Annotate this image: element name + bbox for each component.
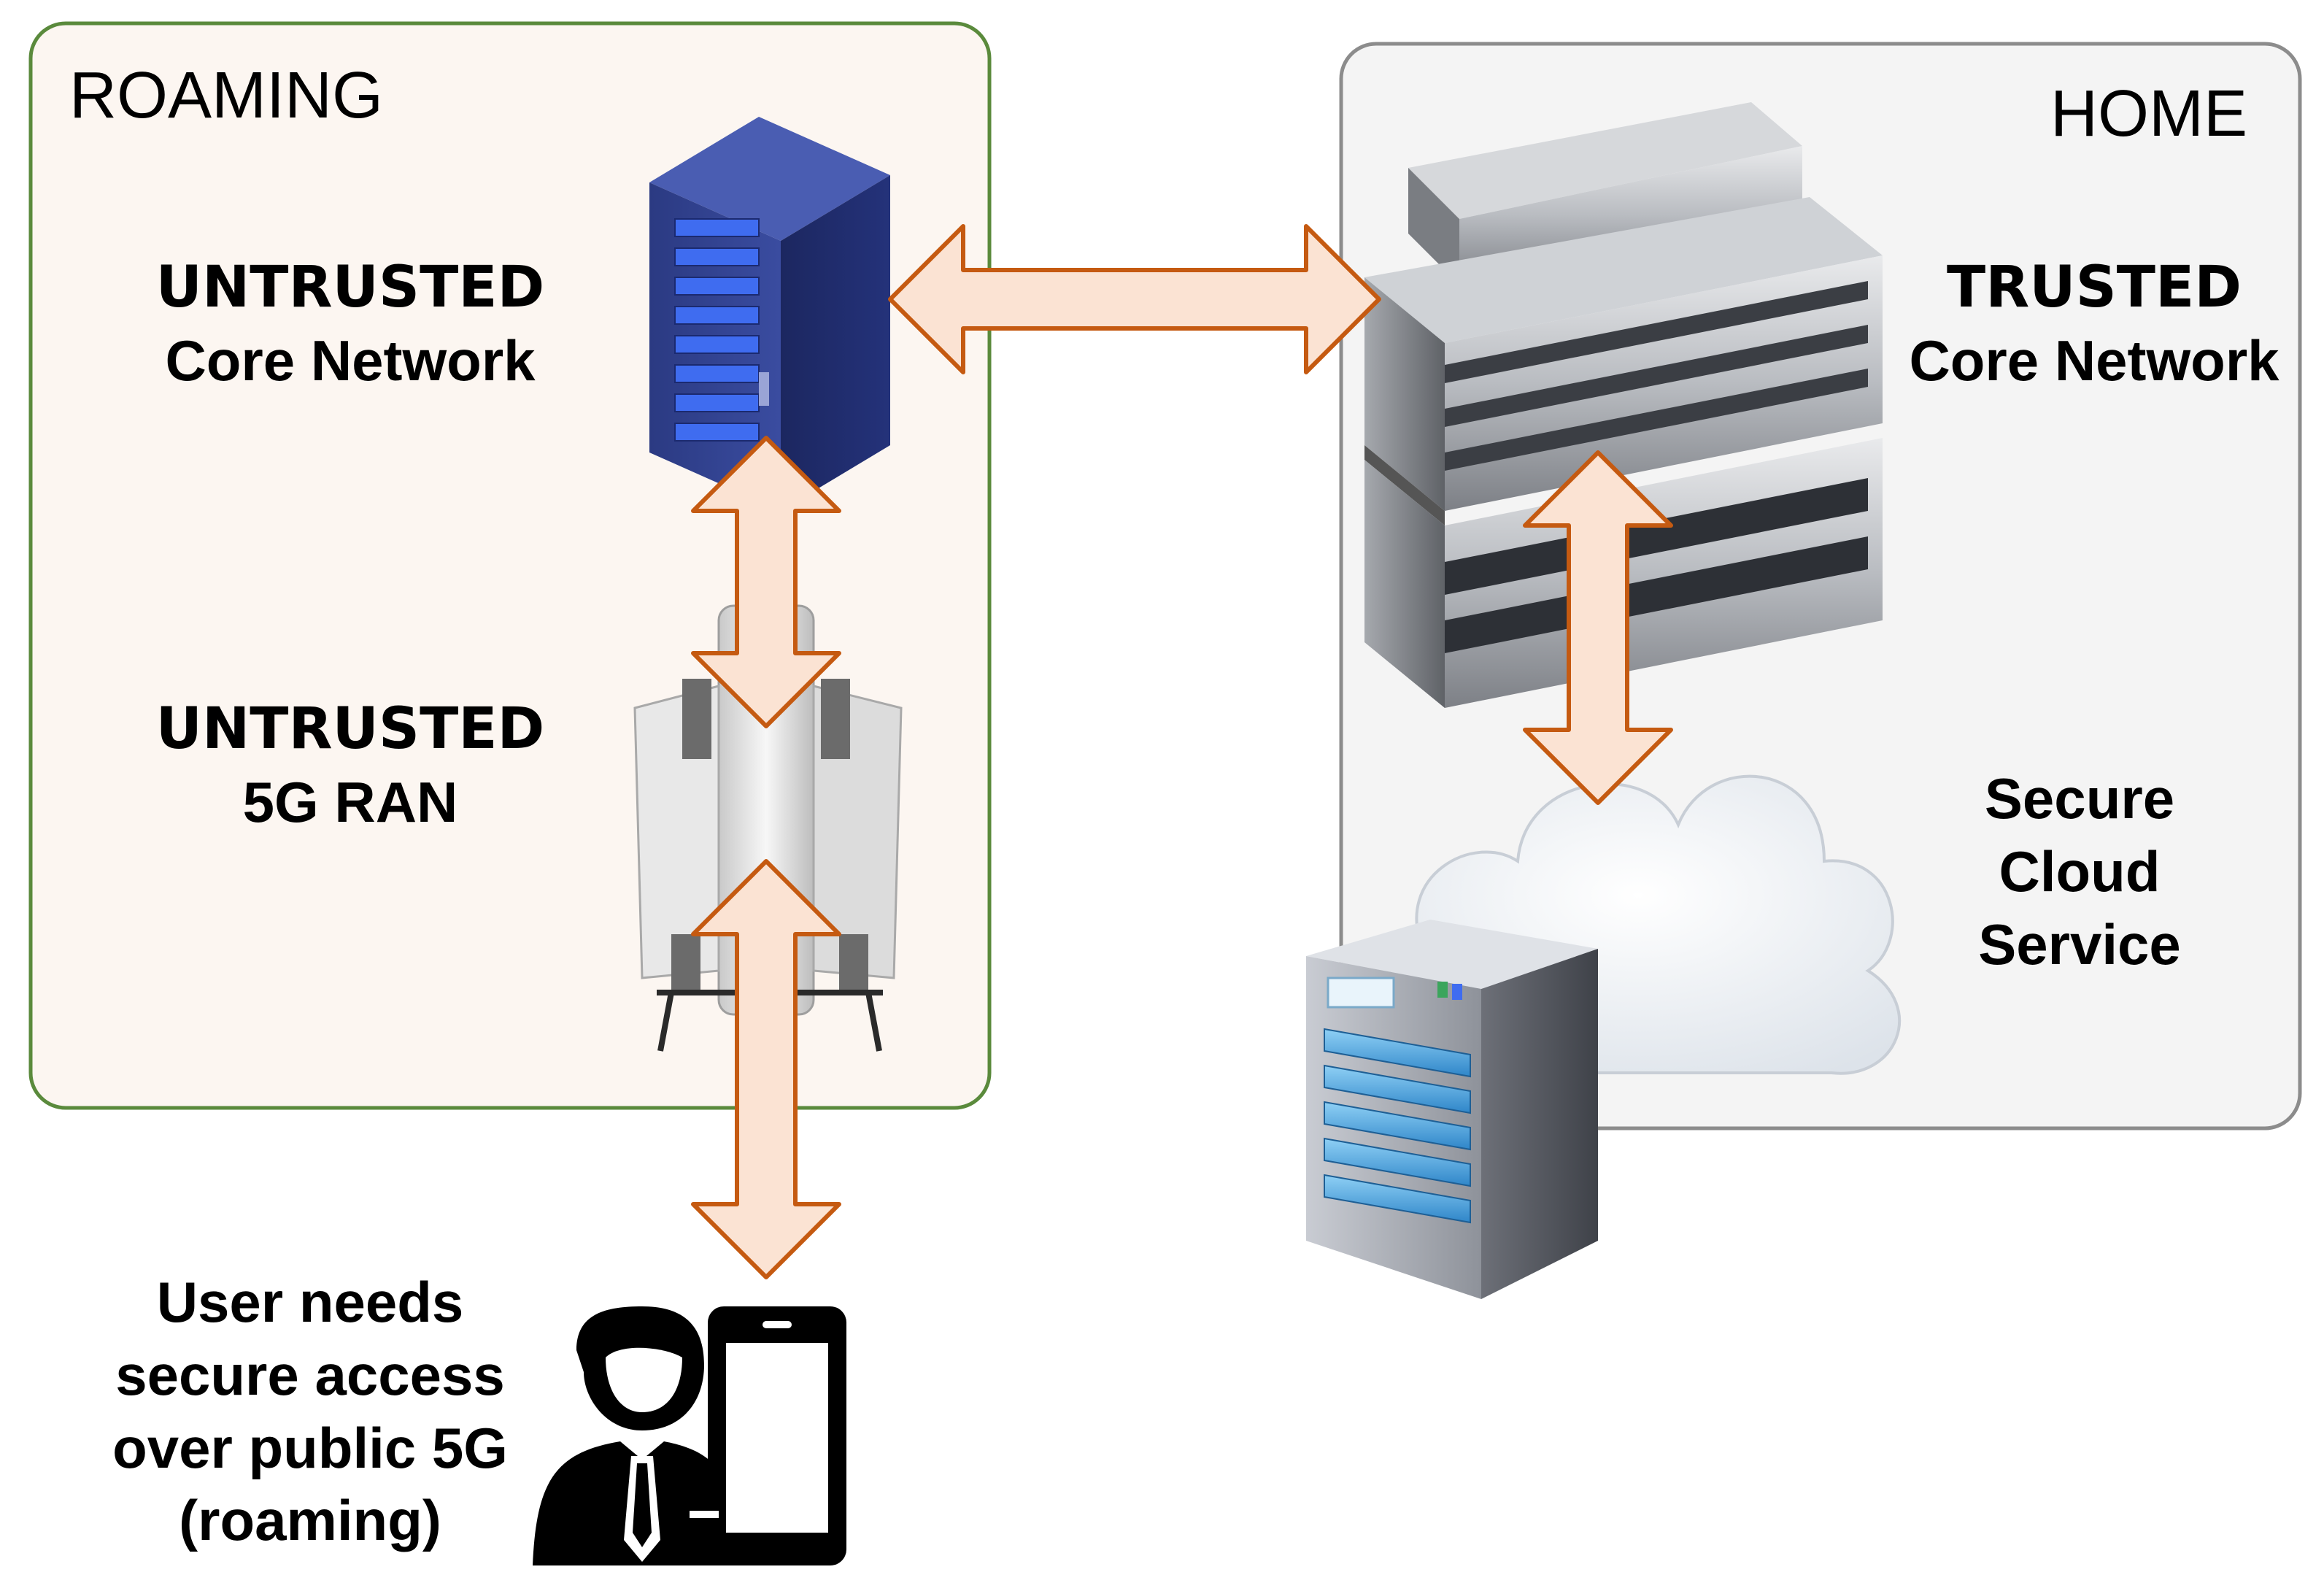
- home-panel-title: HOME: [2050, 77, 2247, 150]
- untrusted-ran-line2: 5G RAN: [242, 770, 458, 834]
- roaming-panel-title: ROAMING: [69, 59, 384, 132]
- cloud-service-label: Secure Cloud Service: [1897, 763, 2262, 981]
- arrow-core-to-home: [888, 224, 1381, 374]
- server-tower-icon: [1306, 920, 1598, 1299]
- untrusted-core-line1: UNTRUSTED: [155, 255, 545, 320]
- untrusted-ran-line1: UNTRUSTED: [155, 696, 545, 762]
- user-line3: over public 5G: [112, 1415, 508, 1480]
- smartphone-icon: [690, 1306, 846, 1565]
- user-line2: secure access: [115, 1342, 505, 1407]
- untrusted-core-line2: Core Network: [165, 328, 536, 393]
- cloud-line3: Service: [1978, 912, 2181, 977]
- trusted-core-label: TRUSTED Core Network: [1868, 259, 2320, 389]
- user-line1: User needs: [156, 1270, 464, 1334]
- untrusted-ran-label: UNTRUSTED 5G RAN: [109, 701, 591, 831]
- arrow-ran-to-user: [691, 859, 841, 1279]
- user-label: User needs secure access over public 5G …: [73, 1266, 547, 1557]
- server-rack-icon: [649, 117, 890, 511]
- trusted-core-line1: TRUSTED: [1946, 255, 2242, 320]
- user-line4: (roaming): [179, 1488, 441, 1553]
- user-icon: [533, 1306, 741, 1565]
- untrusted-core-label: UNTRUSTED Core Network: [109, 259, 591, 389]
- trusted-core-line2: Core Network: [1909, 328, 2279, 393]
- arrow-home-core-to-cloud: [1523, 450, 1673, 805]
- cloud-line1: Secure: [1984, 766, 2175, 831]
- cloud-line2: Cloud: [1999, 839, 2161, 904]
- arrow-core-to-ran: [691, 436, 841, 728]
